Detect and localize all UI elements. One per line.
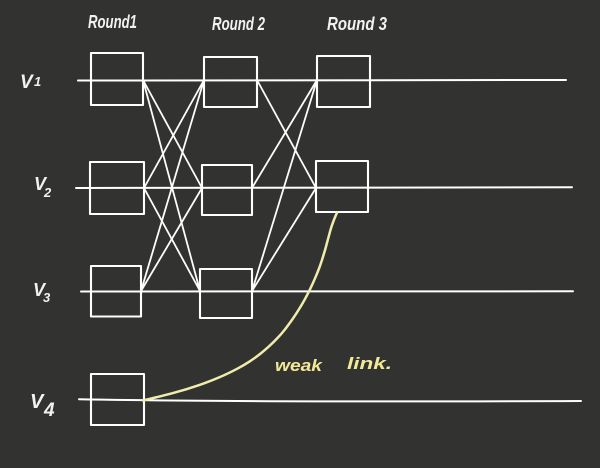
svg-text:link.: link. xyxy=(347,354,392,373)
svg-text:V: V xyxy=(34,174,48,194)
svg-text:3: 3 xyxy=(43,290,51,305)
svg-text:Round 3: Round 3 xyxy=(327,14,387,34)
svg-text:V: V xyxy=(30,391,45,413)
svg-text:Round1: Round1 xyxy=(88,12,137,32)
svg-text:V: V xyxy=(33,280,47,300)
svg-text:Round 2: Round 2 xyxy=(212,14,265,34)
svg-text:V: V xyxy=(20,72,34,93)
svg-text:1: 1 xyxy=(34,74,41,89)
svg-text:weak: weak xyxy=(275,356,324,375)
svg-text:4: 4 xyxy=(43,400,55,421)
svg-text:2: 2 xyxy=(43,185,52,200)
